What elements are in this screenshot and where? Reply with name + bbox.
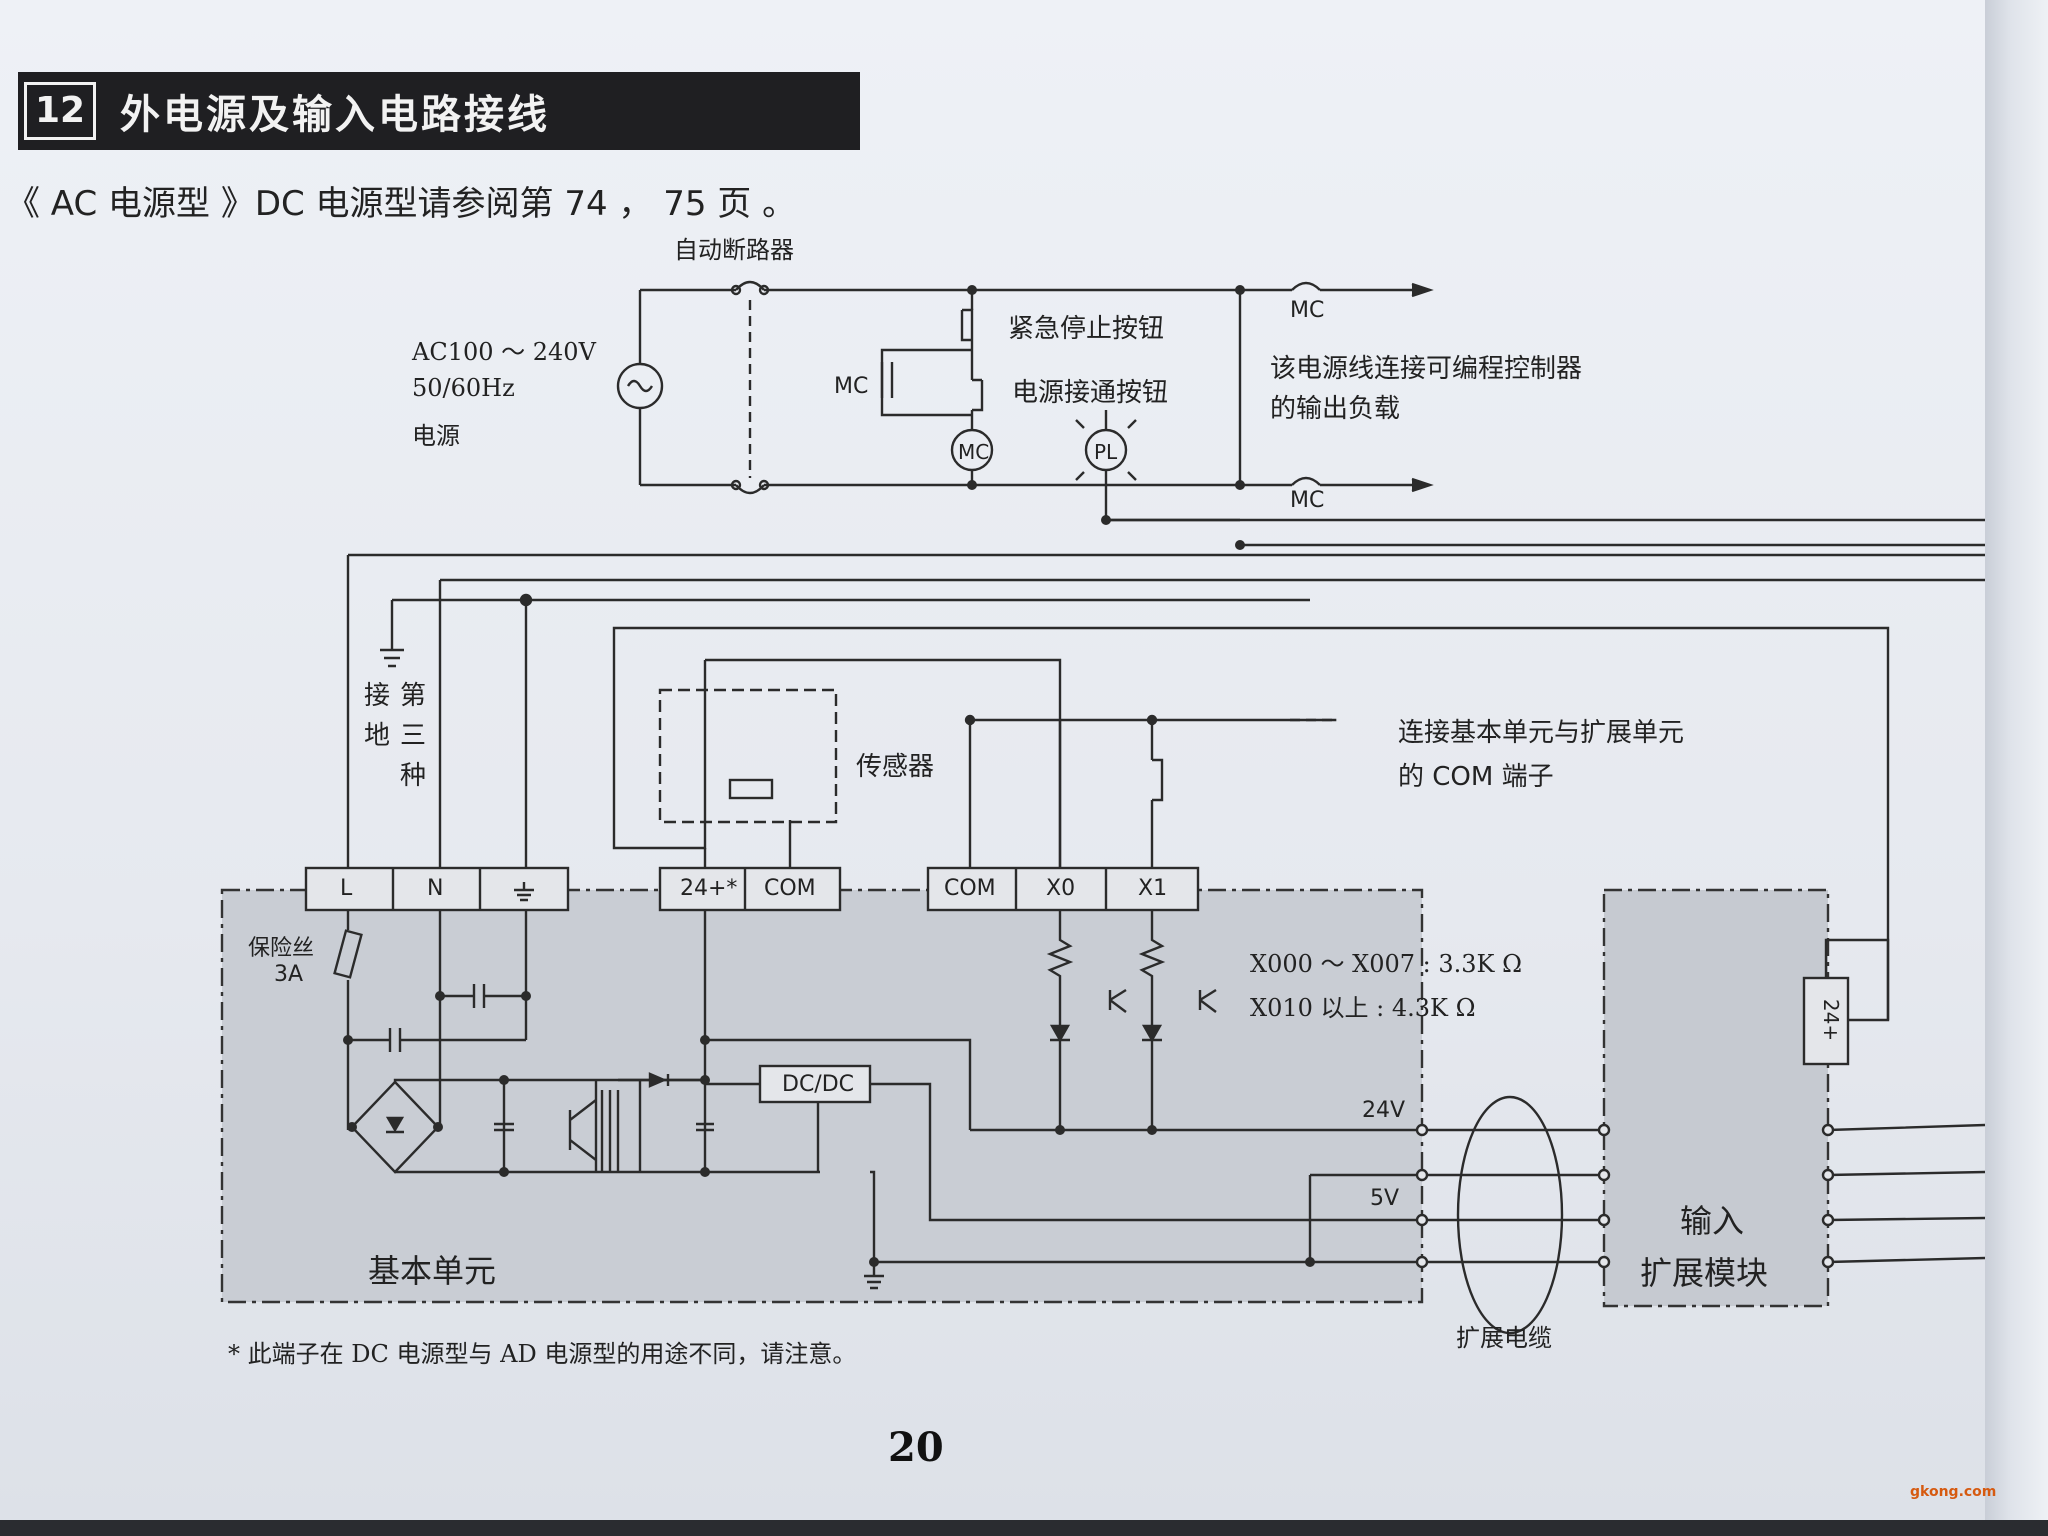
extension-module-box bbox=[1602, 888, 1830, 1308]
terminal-block-inputs bbox=[926, 866, 1200, 912]
fuse-label: 保险丝 bbox=[248, 936, 315, 961]
sensor-label: 传感器 bbox=[856, 752, 935, 782]
base-unit-label: 基本单元 bbox=[368, 1252, 497, 1290]
ground-label-col2: 第三种 bbox=[400, 681, 427, 791]
breaker-label: 自动断路器 bbox=[674, 236, 794, 264]
transistor-icon bbox=[568, 1099, 597, 1161]
terminal-n: N bbox=[427, 876, 444, 901]
terminal-x0: X0 bbox=[1046, 876, 1076, 901]
optocoupler-led-icon bbox=[1049, 1024, 1163, 1043]
ext-24-label: 24+ bbox=[1819, 998, 1844, 1042]
estop-label: 紧急停止按钮 bbox=[1008, 314, 1165, 344]
mc-hold-label: MC bbox=[834, 374, 869, 399]
supply-word-label: 电源 bbox=[412, 422, 460, 450]
cable-label: 扩展电缆 bbox=[1456, 1324, 1552, 1352]
ext-module-label-1: 输入 bbox=[1680, 1202, 1745, 1240]
x1-switch-icon bbox=[1152, 758, 1164, 802]
supply-frequency-label: 50/60Hz bbox=[412, 374, 515, 402]
section-number: 12 bbox=[24, 82, 96, 140]
ext-24-terminal bbox=[1802, 976, 1850, 1066]
mc-top-label: MC bbox=[1290, 298, 1325, 323]
mc-coil-icon bbox=[950, 428, 994, 472]
v24-label: 24V bbox=[1362, 1098, 1406, 1123]
watermark: gkong.com bbox=[1910, 1484, 1997, 1500]
estop-button-icon bbox=[960, 308, 974, 342]
terminal-l: L bbox=[340, 876, 353, 901]
sensor-box bbox=[658, 688, 838, 824]
terminal-24plus: 24+* bbox=[680, 876, 738, 901]
page-number: 20 bbox=[888, 1424, 944, 1471]
load-note-line1: 该电源线连接可编程控制器 bbox=[1270, 354, 1583, 384]
fuse-icon bbox=[333, 929, 363, 979]
resistance-note-2: X010 以上 : 4.3K Ω bbox=[1250, 994, 1476, 1022]
fuse-rating-label: 3A bbox=[274, 962, 304, 987]
dcdc-label: DC/DC bbox=[782, 1072, 855, 1097]
terminal-block-sensor bbox=[658, 866, 842, 912]
footnote: * 此端子在 DC 电源型与 AD 电源型的用途不同，请注意。 bbox=[228, 1340, 857, 1368]
section-header: 12 外电源及输入电路接线 bbox=[18, 72, 860, 150]
extension-cable-icon bbox=[1456, 1095, 1564, 1335]
mc-coil-label: MC bbox=[958, 440, 990, 464]
next-page-edge bbox=[1985, 0, 2048, 1520]
power-on-label: 电源接通按钮 bbox=[1012, 378, 1169, 408]
terminal-com-sensor: COM bbox=[764, 876, 816, 901]
terminal-com-input: COM bbox=[944, 876, 996, 901]
supply-voltage-label: AC100 ～ 240V bbox=[412, 338, 596, 366]
transformer-icon bbox=[600, 1090, 620, 1172]
mc-bottom-label: MC bbox=[1290, 488, 1325, 513]
subtitle: 《 AC 电源型 》DC 电源型请参阅第 74 ， 75 页 。 bbox=[6, 184, 797, 224]
ground-label-col1: 接地 bbox=[364, 681, 391, 751]
com-note-line1: 连接基本单元与扩展单元 bbox=[1398, 718, 1685, 748]
capacitor-icon bbox=[440, 984, 526, 1008]
v5-label: 5V bbox=[1370, 1186, 1400, 1211]
pl-lamp-label: PL bbox=[1094, 440, 1118, 464]
terminal-x1: X1 bbox=[1138, 876, 1168, 901]
ext-module-label-2: 扩展模块 bbox=[1640, 1254, 1769, 1292]
resistance-note-1: X000 ～ X007 : 3.3K Ω bbox=[1250, 950, 1523, 978]
optocoupler-transistor-icon bbox=[1108, 988, 1127, 1013]
mc-contact-icon bbox=[1291, 281, 1321, 486]
load-note-line2: 的输出负载 bbox=[1270, 394, 1401, 424]
mc-self-hold-icon bbox=[880, 362, 894, 398]
page-bottom-edge bbox=[0, 1520, 2048, 1536]
section-title: 外电源及输入电路接线 bbox=[120, 92, 550, 138]
com-note-line2: 的 COM 端子 bbox=[1398, 762, 1554, 792]
power-on-button-icon bbox=[972, 378, 984, 412]
